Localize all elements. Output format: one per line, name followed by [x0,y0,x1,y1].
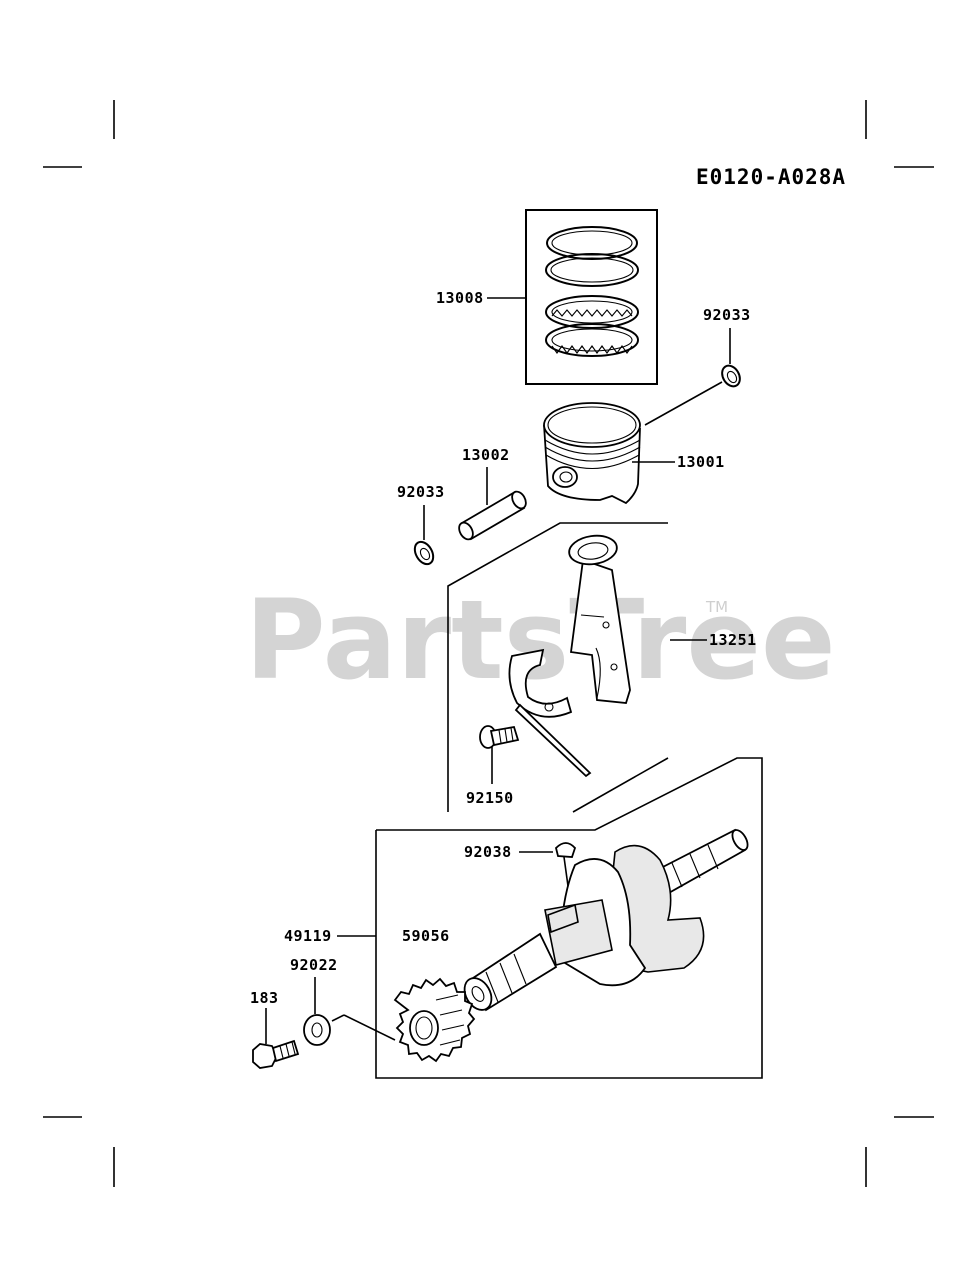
part-label-49119[interactable]: 49119 [284,927,332,945]
diagram-code: E0120-A028A [696,165,846,189]
rod-bolt-drawing [479,725,520,749]
piston-drawing [543,402,641,505]
crankshaft-key-drawing [555,842,577,858]
crankshaft-gear-drawing [393,977,476,1063]
part-label-13002[interactable]: 13002 [462,446,510,464]
piston-pin-drawing [458,490,527,541]
watermark-text: PartsTree [245,576,836,704]
crankshaft-group-outline [375,757,763,1079]
part-label-92038[interactable]: 92038 [464,843,512,861]
circlip-right-drawing [721,364,741,388]
part-label-92033-right[interactable]: 92033 [703,306,751,324]
connecting-rod-group-outline [447,522,668,812]
part-label-13008[interactable]: 13008 [436,289,484,307]
watermark: PartsTree TM [245,576,836,704]
part-label-92033-left[interactable]: 92033 [397,483,445,501]
gear-bolt-drawing [252,1039,300,1069]
part-label-183[interactable]: 183 [250,989,279,1007]
connecting-rod-drawing [508,534,631,778]
part-label-13001[interactable]: 13001 [677,453,725,471]
part-label-13251[interactable]: 13251 [709,631,757,649]
washer-drawing [303,1014,331,1046]
circlip-left-drawing [413,540,435,566]
piston-ring-set-drawing [525,209,658,385]
part-label-59056[interactable]: 59056 [402,927,450,945]
crankshaft-drawing [463,828,749,1012]
part-label-92022[interactable]: 92022 [290,956,338,974]
watermark-trademark: TM [705,598,728,616]
part-label-92150[interactable]: 92150 [466,789,514,807]
crop-marks [43,100,934,1187]
